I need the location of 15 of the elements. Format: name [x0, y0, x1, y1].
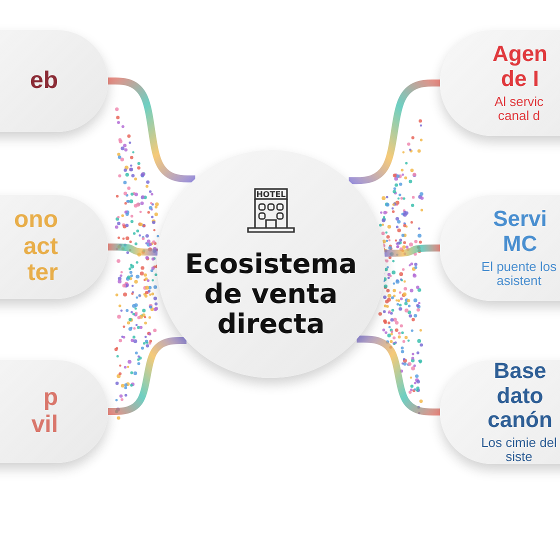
heading-text: Agen de I [492, 42, 548, 92]
flow-connector [348, 80, 440, 184]
heading-text: Base dato canón [486, 359, 554, 433]
flow-connector [356, 336, 440, 416]
heading-text: Servi MC [492, 207, 548, 257]
description-text: El puente los asistent [480, 260, 558, 289]
flow-connector [108, 244, 158, 256]
description-text: Los cimie del siste [480, 436, 558, 465]
heading-text: p vil [30, 384, 58, 438]
heading-text: Ecosistema de venta directa [184, 250, 358, 340]
heading-text: eb [28, 68, 58, 94]
flow-connector [108, 337, 186, 415]
heading-text: ono act ter [13, 206, 58, 288]
description-text: Al servic canal d [493, 94, 545, 124]
flow-connector [108, 78, 196, 182]
